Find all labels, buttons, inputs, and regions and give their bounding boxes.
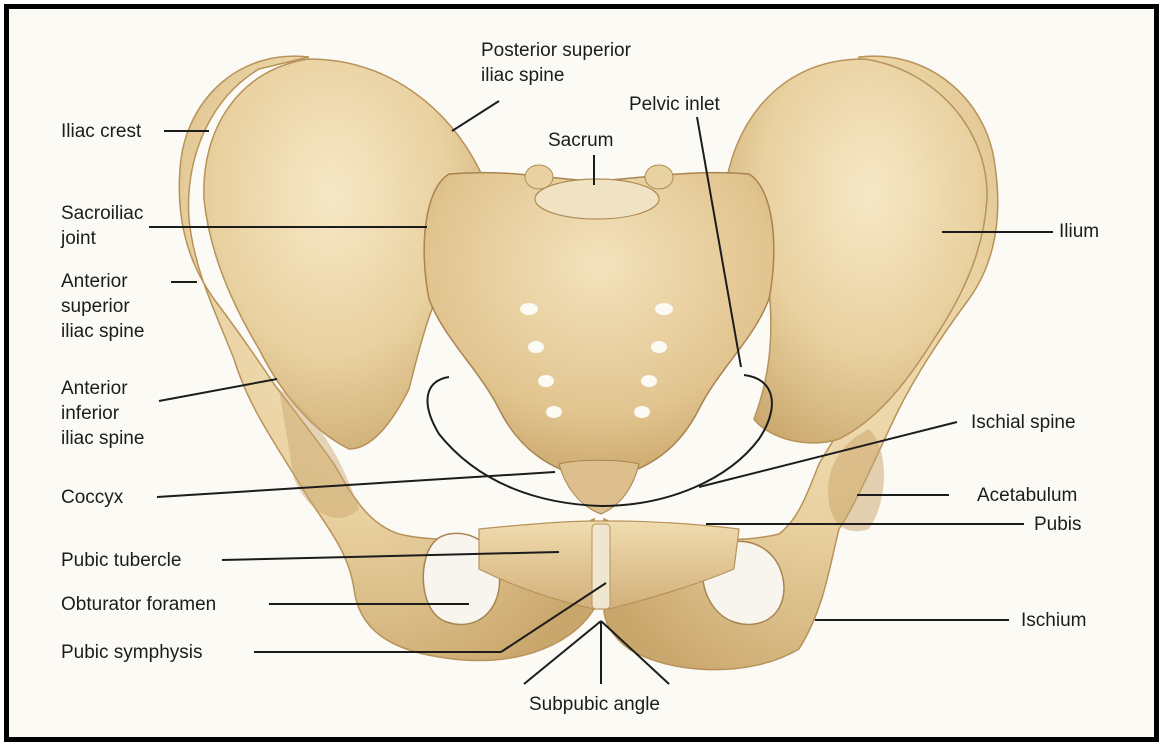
symphysis-cartilage (592, 524, 610, 609)
label-ischial-spine: Ischial spine (971, 410, 1076, 435)
label-sacroiliac-joint: Sacroiliac joint (61, 201, 143, 251)
leader-coccyx (157, 472, 555, 497)
label-line: Posterior superior (481, 38, 631, 63)
label-pubic-tubercle: Pubic tubercle (61, 548, 181, 573)
label-obturator-foramen: Obturator foramen (61, 592, 216, 617)
diagram-frame: Posterior superior iliac spine Pelvic in… (4, 4, 1159, 742)
label-line: iliac spine (61, 319, 144, 344)
label-anterior-inferior-iliac-spine: Anterior inferior iliac spine (61, 376, 144, 451)
label-subpubic-angle: Subpubic angle (529, 692, 660, 717)
label-sacrum: Sacrum (548, 128, 613, 153)
label-line: inferior (61, 401, 144, 426)
label-line: joint (61, 226, 143, 251)
label-pubis: Pubis (1034, 512, 1082, 537)
label-ilium: Ilium (1059, 219, 1099, 244)
label-ischium: Ischium (1021, 608, 1086, 633)
label-line: Anterior (61, 376, 144, 401)
label-anterior-superior-iliac-spine: Anterior superior iliac spine (61, 269, 144, 344)
leader-psis (452, 101, 499, 131)
label-posterior-superior-iliac-spine: Posterior superior iliac spine (481, 38, 631, 88)
label-line: iliac spine (481, 63, 631, 88)
label-coccyx: Coccyx (61, 485, 123, 510)
label-line: Anterior (61, 269, 144, 294)
label-pubic-symphysis: Pubic symphysis (61, 640, 203, 665)
label-acetabulum: Acetabulum (977, 483, 1077, 508)
sacrum-bone (424, 165, 774, 514)
label-line: Sacroiliac (61, 201, 143, 226)
label-line: superior (61, 294, 144, 319)
label-iliac-crest: Iliac crest (61, 119, 141, 144)
label-pelvic-inlet: Pelvic inlet (629, 92, 720, 117)
pelvis-illustration (9, 9, 1154, 737)
label-line: iliac spine (61, 426, 144, 451)
